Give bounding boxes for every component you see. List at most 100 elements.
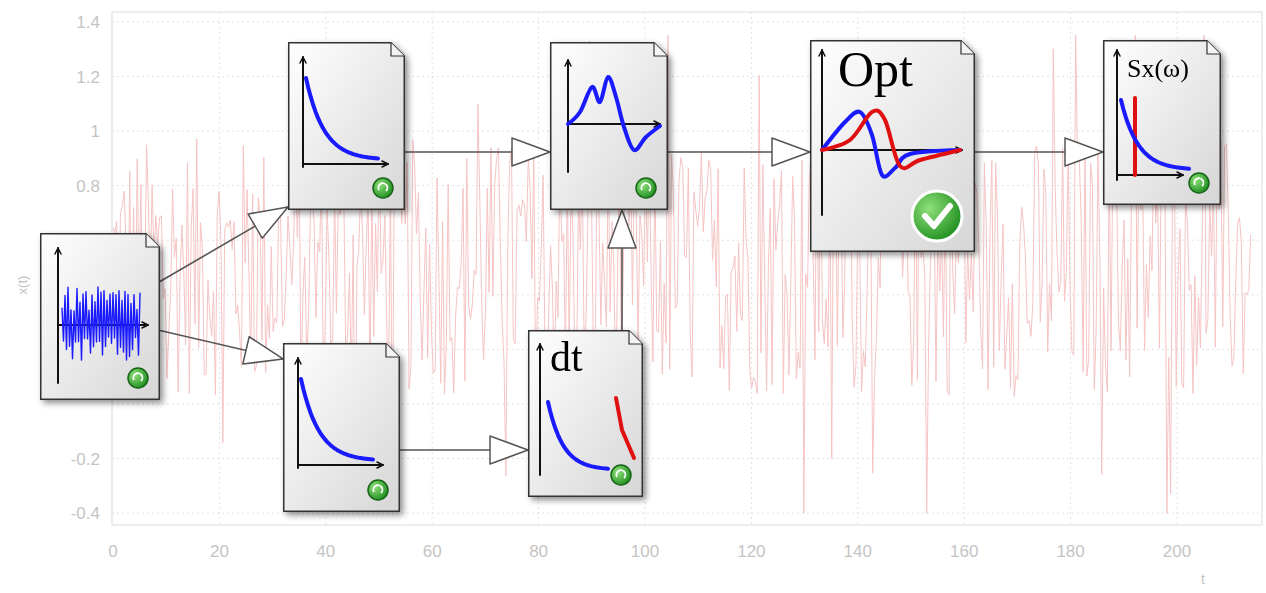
flow-arrow bbox=[975, 151, 1103, 153]
process-icon: Sx(ω) bbox=[1103, 40, 1221, 205]
plot-line bbox=[568, 77, 660, 150]
tick-label: 0.8 bbox=[76, 178, 100, 195]
tick-label: 80 bbox=[529, 543, 548, 560]
plot-line bbox=[301, 379, 373, 459]
plot-line bbox=[377, 462, 383, 468]
tick-label: 200 bbox=[1163, 543, 1191, 560]
plot-line bbox=[819, 50, 825, 56]
flow-arrow bbox=[400, 449, 528, 451]
tick-label: -0.4 bbox=[71, 505, 100, 522]
icon-art bbox=[550, 42, 668, 210]
status-badge bbox=[373, 178, 393, 198]
check-mark bbox=[925, 206, 950, 226]
plot-line bbox=[62, 287, 140, 360]
flow-arrow bbox=[621, 210, 623, 330]
plot-line bbox=[822, 111, 960, 169]
flow-arrow bbox=[668, 151, 810, 153]
badge-glyph bbox=[616, 470, 625, 478]
check-badge bbox=[912, 191, 962, 241]
process-icon: Opt bbox=[810, 40, 975, 252]
plot-line bbox=[142, 322, 148, 328]
flow-arrow bbox=[160, 207, 288, 282]
badge-glyph bbox=[1194, 178, 1203, 186]
status-badge bbox=[611, 465, 631, 485]
page-fold bbox=[391, 43, 404, 56]
grid-line bbox=[432, 12, 433, 525]
axis-label: x(t) bbox=[16, 276, 29, 295]
page-shape bbox=[284, 344, 400, 512]
plot-frame bbox=[112, 12, 1262, 525]
plot-line bbox=[568, 123, 660, 125]
tick-label: 180 bbox=[1056, 543, 1084, 560]
tick-label: 100 bbox=[631, 543, 659, 560]
page-fold bbox=[146, 234, 159, 247]
status-badge bbox=[128, 368, 148, 388]
status-badge bbox=[636, 178, 656, 198]
page-shape bbox=[1104, 41, 1221, 205]
tick-label: -0.2 bbox=[71, 451, 100, 468]
page-shape bbox=[289, 43, 405, 210]
plot-line bbox=[821, 50, 823, 215]
process-icon: dt bbox=[528, 330, 643, 497]
plot-line bbox=[55, 248, 61, 254]
node-label: Sx(ω) bbox=[1127, 56, 1189, 82]
plot-line bbox=[57, 248, 59, 383]
page-shape bbox=[551, 43, 668, 210]
grid-line bbox=[112, 513, 1262, 514]
grid-line bbox=[112, 131, 1262, 132]
badge-glyph bbox=[373, 485, 382, 493]
plot-line bbox=[302, 57, 304, 167]
plot-line bbox=[295, 358, 301, 364]
plot-line bbox=[382, 161, 388, 167]
plot-line bbox=[300, 57, 306, 63]
noise-line bbox=[113, 35, 1251, 513]
flow-arrow bbox=[160, 330, 283, 359]
tick-label: 140 bbox=[844, 543, 872, 560]
grid-line bbox=[112, 185, 1262, 186]
process-icon bbox=[283, 343, 400, 512]
tick-label: 60 bbox=[423, 543, 442, 560]
plot-line bbox=[303, 163, 388, 165]
status-badge bbox=[1189, 173, 1209, 193]
tick-label: 1.4 bbox=[76, 14, 100, 31]
page-shape bbox=[811, 41, 975, 252]
tick-label: 1 bbox=[91, 123, 100, 140]
badge-glyph bbox=[133, 373, 142, 381]
page-shape bbox=[41, 234, 160, 400]
page-fold bbox=[629, 331, 642, 344]
process-icon bbox=[550, 42, 668, 210]
process-icon bbox=[288, 42, 405, 210]
node-label: dt bbox=[550, 336, 583, 378]
plot-line bbox=[548, 402, 608, 469]
page-fold bbox=[386, 344, 399, 357]
signal-trace bbox=[113, 35, 1251, 513]
tick-label: 1.2 bbox=[76, 69, 100, 86]
axis-label: t bbox=[1201, 572, 1205, 586]
grid-line bbox=[751, 12, 752, 525]
flow-arrow bbox=[405, 151, 550, 153]
plot-line bbox=[616, 398, 634, 458]
plot-line bbox=[297, 358, 299, 468]
plot-line bbox=[298, 464, 383, 466]
plot-line bbox=[537, 344, 543, 350]
plot-line bbox=[306, 78, 378, 158]
tick-label: 120 bbox=[737, 543, 765, 560]
node-label: Opt bbox=[838, 44, 913, 94]
plot-line bbox=[822, 112, 960, 177]
process-icon bbox=[40, 233, 160, 400]
tick-label: 160 bbox=[950, 543, 978, 560]
plot-line bbox=[1177, 172, 1183, 178]
tick-label: 20 bbox=[210, 543, 229, 560]
icon-art bbox=[283, 343, 400, 512]
plot-line bbox=[1117, 174, 1183, 176]
icon-art bbox=[528, 330, 643, 497]
page-shape bbox=[529, 331, 643, 497]
page-fold bbox=[1207, 41, 1220, 54]
grid-line bbox=[112, 76, 1262, 77]
page-fold bbox=[654, 43, 667, 56]
plot-line bbox=[567, 60, 569, 172]
plot-line bbox=[565, 60, 571, 66]
plot-line bbox=[539, 344, 541, 475]
icon-art bbox=[288, 42, 405, 210]
